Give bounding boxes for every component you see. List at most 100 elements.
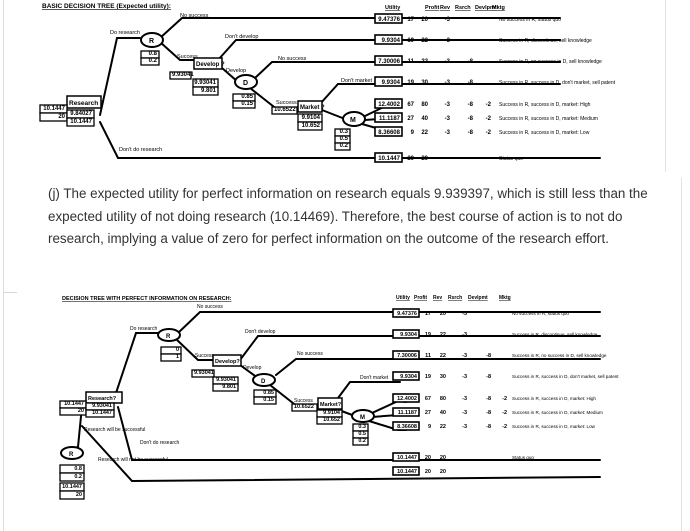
perfect-info-value-box-value: 10.1447 <box>62 484 82 490</box>
chance-node-r-label: R <box>149 38 154 45</box>
utility-box <box>392 466 420 476</box>
rev-value: 30 <box>440 374 446 380</box>
devlpmt-value: -8 <box>486 353 491 359</box>
rev-value: 40 <box>440 410 446 416</box>
utility-box <box>392 452 420 462</box>
root-branch-value-box <box>66 117 95 127</box>
outcome-description: Status quo <box>499 156 523 162</box>
devlpmt-value: -8 <box>468 102 474 108</box>
market-out-value-box-value: 10.652 <box>323 417 340 423</box>
utility-box <box>374 34 403 45</box>
outcome-description: Success in R, success in D, market: Low <box>499 130 590 136</box>
chance-node-r-label: R <box>166 334 171 340</box>
rev-value: 22 <box>421 38 428 44</box>
branch-label: Don't market <box>341 78 372 84</box>
chance-node-d <box>252 373 276 387</box>
branch-label: Don't market <box>360 375 389 381</box>
m-probability-box <box>334 142 351 151</box>
utility-box <box>392 407 420 417</box>
devlpmt-value: -8 <box>468 116 474 122</box>
utility-box <box>374 126 403 137</box>
column-header: Devlpmt <box>468 295 488 301</box>
decision-node-market <box>317 397 343 410</box>
decision-node-develop <box>212 354 242 367</box>
mktg-value: -2 <box>486 130 492 136</box>
d-probability-box-value: 0.15 <box>241 101 253 107</box>
utility-box <box>374 152 403 163</box>
develop-out-value-box-value: 9.93041 <box>216 377 236 383</box>
rev-value: 20 <box>421 17 428 23</box>
utility-box <box>374 98 403 109</box>
d-probability-box <box>232 100 256 109</box>
outcome-description: Success in R, no success in D, sell know… <box>512 353 607 358</box>
branch-label: Don't develop <box>225 34 258 40</box>
rev-value: 80 <box>421 102 428 108</box>
utility-value: 9.9304 <box>382 38 401 44</box>
utility-value: 9.47376 <box>397 311 417 317</box>
develop-out-value-box-value: 9.93041 <box>194 80 216 86</box>
decision-node-develop-label: Develop ? <box>196 62 225 68</box>
profit-value: 19 <box>407 38 414 44</box>
mktg-value: -2 <box>502 396 507 402</box>
tree2-title: DECISION TREE WITH PERFECT INFORMATION O… <box>62 296 232 302</box>
perfect-information-decision-tree-figure: R D M R Research? Develop? Market? Do re… <box>59 295 619 500</box>
outcome-description: Success in R, success in D, market: High <box>512 396 596 401</box>
column-header: Devlpmt <box>475 5 497 11</box>
outcome-description: Success in R, success in D, don't market… <box>499 80 616 86</box>
rev-value: 20 <box>440 311 446 317</box>
utility-box <box>374 76 403 87</box>
outcome-description: No success in R, status quo <box>499 17 561 23</box>
develop-in-value-box-value: 9.93041 <box>194 370 214 376</box>
chance-node-m-label: M <box>350 117 356 124</box>
utility-value: 9.9304 <box>400 374 418 380</box>
rev-value: 80 <box>440 396 446 402</box>
chance-node-m-label: M <box>360 415 365 421</box>
m-probability-box-value: 0.5 <box>340 136 349 142</box>
market-out-value-box-value: 9.9104 <box>302 115 321 121</box>
decision-node-research-label: Research ? <box>69 100 104 107</box>
page-border-right <box>681 178 682 531</box>
profit-value: 27 <box>425 410 431 416</box>
root-value-box-value: 20 <box>78 408 84 414</box>
mktg-value: -2 <box>486 102 492 108</box>
rsrch-value: -3 <box>462 424 467 430</box>
utility-box <box>374 13 403 24</box>
utility-value: 7.30006 <box>397 353 417 359</box>
utility-value: 9.9304 <box>382 80 401 86</box>
perfect-info-value-box-value: 20 <box>76 492 82 498</box>
page-border-right-top <box>665 0 666 172</box>
utility-box <box>392 329 420 339</box>
root-value-box-value: 20 <box>58 114 65 120</box>
mktg-value: -2 <box>486 116 492 122</box>
branch-label: Research will not be successful <box>98 457 168 463</box>
branch-label: Develop <box>243 365 262 371</box>
devlpmt-value: -8 <box>486 410 491 416</box>
root-branch-value-box-value: 10.1447 <box>92 410 112 416</box>
outcome-description: Success in R, success in D, market: Medi… <box>512 410 603 415</box>
decision-node-market-label: Market? <box>320 402 342 408</box>
rsrch-value: -3 <box>462 311 467 317</box>
decision-node-research <box>66 95 102 109</box>
m-probability-box-value: 0.2 <box>358 438 366 444</box>
branch-label: Success <box>276 100 297 106</box>
column-header: Mktg <box>492 5 505 11</box>
tree1-nodes: R D M Research ? Develop ? Market ? <box>66 32 366 127</box>
develop-out-value-box-value: 9.801 <box>222 384 236 390</box>
branch-label: No success <box>278 56 307 62</box>
branch-label: Research will be successful <box>84 427 145 433</box>
branch-label: No success <box>197 304 223 310</box>
d-probability-box-value: 0.85 <box>263 390 274 396</box>
devlpmt-value: -8 <box>468 59 474 65</box>
profit-value: 67 <box>425 396 431 402</box>
utility-value: 7.30006 <box>378 59 400 65</box>
d-probability-box-value: 0.85 <box>241 94 253 100</box>
rsrch-value: -3 <box>462 374 467 380</box>
branch-label: Success <box>294 398 313 404</box>
branch-label: Develop <box>226 68 246 74</box>
rev-value: 20 <box>440 455 446 461</box>
rsrch-value: -3 <box>445 17 451 23</box>
